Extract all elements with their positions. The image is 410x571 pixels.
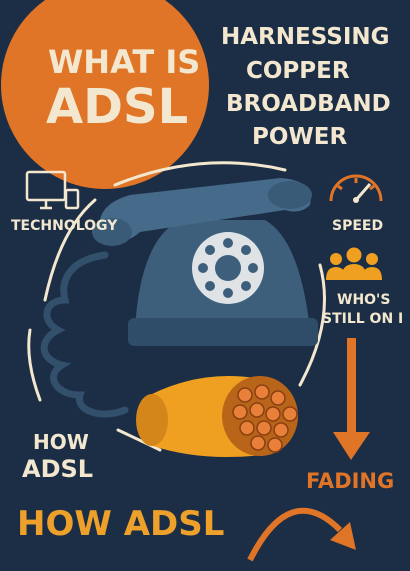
curved-arrow-icon: [247, 507, 356, 562]
how-label-line-1: HOW: [33, 430, 89, 454]
orbit-arc: [27, 161, 326, 452]
badge-line-1: WHAT IS: [48, 43, 201, 81]
computer-icon: [25, 170, 80, 210]
headline-line-2: COPPER: [246, 58, 350, 84]
whos-label-line-1: WHO'S: [337, 292, 391, 308]
headline-line-4: POWER: [252, 124, 348, 150]
badge-circle: [1, 0, 209, 189]
speedometer-icon: [329, 174, 383, 203]
badge-line-2: ADSL: [46, 79, 189, 135]
people-icon: [326, 247, 382, 280]
headline-line-3: BROADBAND: [226, 91, 391, 117]
copper-cable-illustration: [136, 376, 298, 458]
how-label-line-2: ADSL: [22, 455, 94, 483]
down-arrow-icon: [333, 338, 370, 460]
whos-label-line-2: STILL ON I: [322, 311, 404, 327]
speed-label: SPEED: [332, 218, 384, 234]
headline-line-1: HARNESSING: [221, 24, 390, 50]
fading-label: FADING: [306, 469, 395, 493]
rotary-phone-illustration: [40, 178, 318, 418]
technology-label: TECHNOLOGY: [11, 218, 118, 234]
bottom-heading: HOW ADSL: [17, 504, 225, 544]
